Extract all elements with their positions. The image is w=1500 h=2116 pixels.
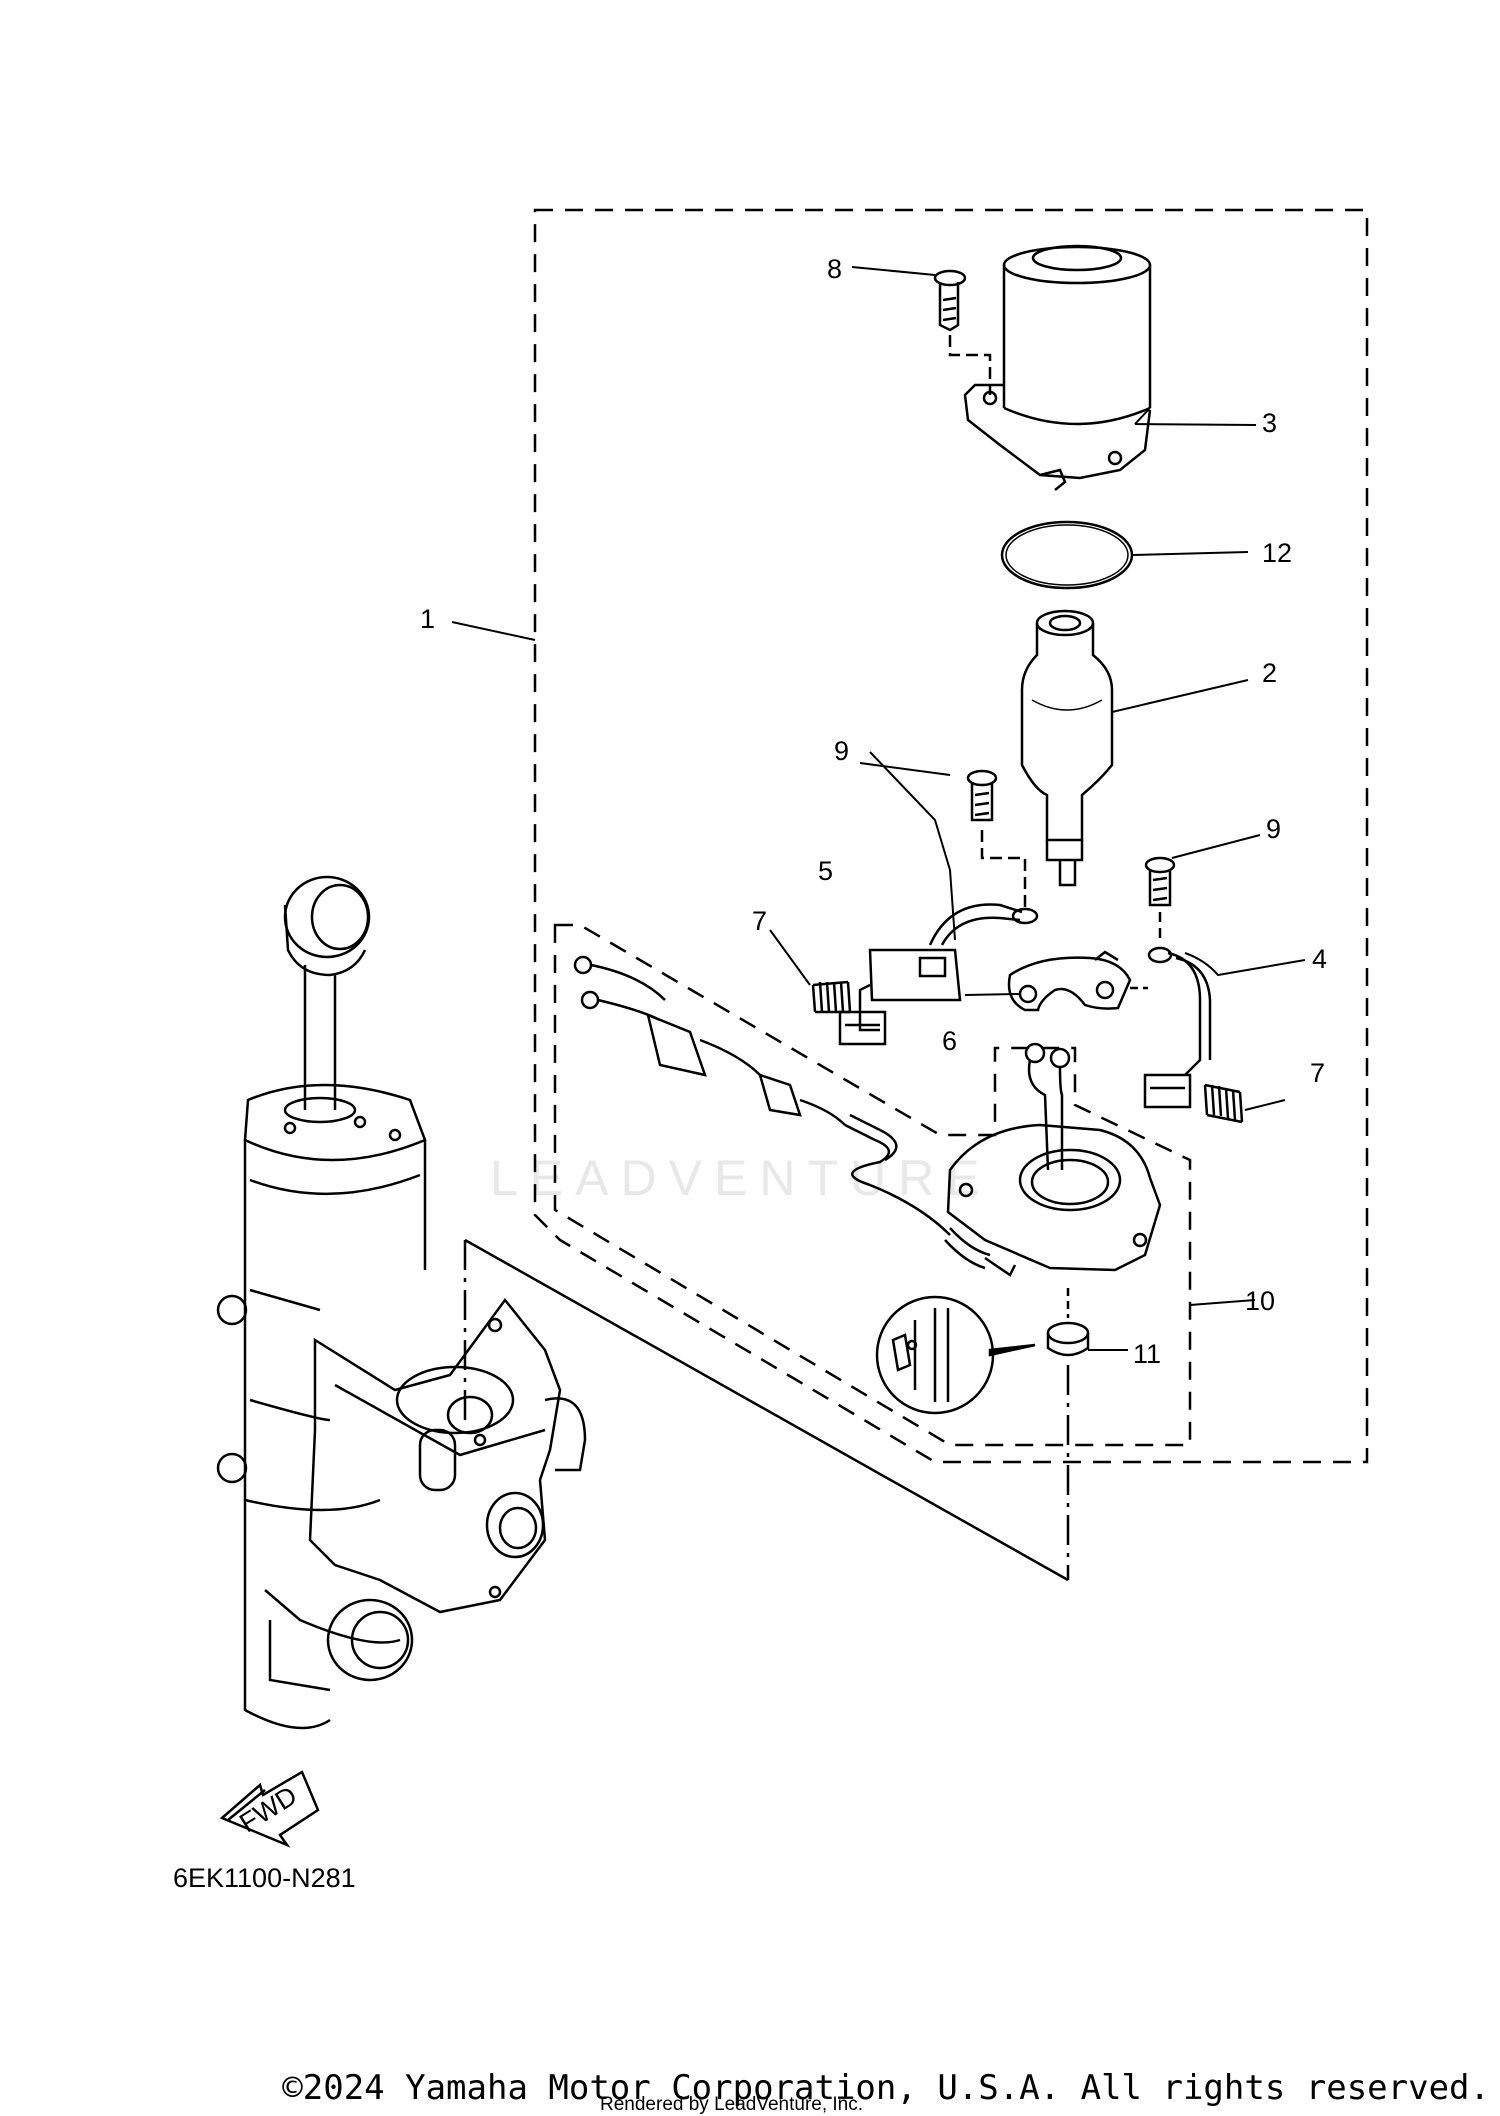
- spring-7-left: [811, 980, 852, 1014]
- motor-housing: [963, 244, 1152, 491]
- callout-3: 3: [1262, 408, 1277, 438]
- fwd-arrow-icon: [219, 1770, 320, 1848]
- terminal-housing: [946, 1042, 1162, 1272]
- detail-inset: [875, 1295, 1036, 1415]
- wiring-harness-boundary: [553, 923, 1192, 1447]
- brush-lead-4: [1130, 951, 1212, 1109]
- fwd-label: FWD: [234, 1780, 302, 1838]
- callout-7-left: 7: [752, 906, 767, 936]
- brush-holder-5: [838, 903, 1023, 1046]
- callout-6: 6: [942, 1026, 957, 1056]
- callout-9-right: 9: [1266, 814, 1281, 844]
- callout-9-left: 9: [834, 736, 849, 766]
- callout-8: 8: [827, 254, 842, 284]
- assembly-boundary: [533, 208, 1369, 1464]
- grommet-11: [1046, 1288, 1090, 1580]
- lead-wire-10: [573, 955, 1017, 1277]
- spring-7-right: [1203, 1083, 1244, 1124]
- callout-2: 2: [1262, 658, 1277, 688]
- callout-4: 4: [1312, 944, 1327, 974]
- rendered-by-notice: Rendered by LeadVenture, Inc.: [600, 2094, 864, 2115]
- watermark-text: LEADVENTURE: [490, 1150, 992, 1206]
- tilt-cylinder-body: [216, 875, 587, 1730]
- screw-9-left: [966, 769, 1027, 910]
- assembly-leader: [464, 1238, 1069, 1582]
- screw-9-right: [1144, 856, 1176, 940]
- brush-plate-6: [1007, 950, 1132, 1012]
- o-ring-12: [1000, 520, 1134, 590]
- bolt-8: [933, 269, 992, 395]
- callout-5: 5: [818, 856, 833, 886]
- callout-11: 11: [1133, 1339, 1161, 1369]
- armature-2: [1020, 609, 1114, 887]
- diagram-code: 6EK1100-N281: [173, 1863, 356, 1893]
- callout-1: 1: [420, 604, 435, 634]
- copyright-notice: ©2024 Yamaha Motor Corporation, U.S.A. A…: [282, 2068, 1490, 2108]
- callout-10: 10: [1245, 1286, 1275, 1316]
- callout-12: 12: [1262, 538, 1292, 568]
- callout-7-right: 7: [1310, 1058, 1325, 1088]
- callout-leaders: [451, 266, 1306, 1351]
